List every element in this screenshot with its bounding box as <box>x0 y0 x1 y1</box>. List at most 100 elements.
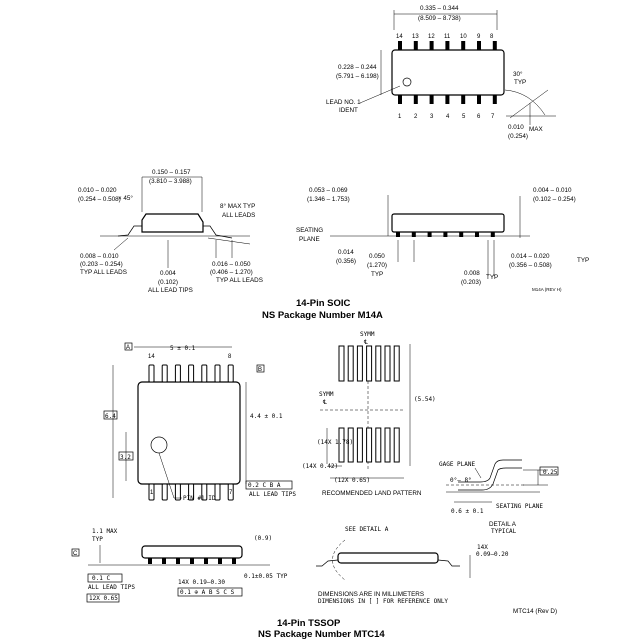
soic-side-view: 0.053 – 0.069 (1.346 – 1.753) 0.004 – 0.… <box>296 187 589 292</box>
land-title: RECOMMENDED LAND PATTERN <box>322 490 422 497</box>
soic-d008-typ: TYP <box>486 274 498 281</box>
seating-label: SEATING <box>296 227 323 234</box>
soic-side-lead <box>396 232 400 237</box>
soic-length-dim-mm: (8.509 – 8.738) <box>418 15 461 22</box>
land-pad-bottom <box>375 427 382 463</box>
soic-side-lead <box>443 232 448 237</box>
soic-standoff: 0.004 – 0.010 <box>533 187 572 194</box>
side-max-h: 1.1 MAX <box>92 528 118 535</box>
tssop-lead-top <box>161 364 168 383</box>
land-pad-bottom <box>393 427 400 463</box>
soic-tip-max: MAX <box>529 126 543 133</box>
tssop-land-pattern: SYMM ℄ SYMM ℄ (5.54) (14X 1.78) (14X 0.4… <box>302 331 436 497</box>
detail-d06: 0.6 ± 0.1 <box>451 508 484 515</box>
tssop-lead-bottom <box>214 483 221 501</box>
soic-side-lead <box>411 232 416 237</box>
soic-pin-12: 12 <box>428 34 435 40</box>
tssop-lead-bottom <box>161 483 168 501</box>
tssop-body-w: 4.4 ± 0.1 <box>250 413 283 420</box>
land-w: (14X 1.78) <box>317 439 353 446</box>
soic-body-w: 0.150 – 0.157 <box>152 169 191 176</box>
tssop-lead-bottom <box>227 483 234 501</box>
soic-end-view: 0.150 – 0.157 (3.810 – 3.988) 0.010 – 0.… <box>78 169 263 294</box>
detail-angle: 0°– 8° <box>450 477 472 484</box>
soic-lead-top <box>413 41 418 50</box>
soic-subtitle: NS Package Number M14A <box>262 310 383 321</box>
tssop-pin1-id: PIN #1 ID <box>183 495 216 502</box>
tssop-side-view: 1.1 MAX TYP (0.9) C 0.1 C ALL LEAD TIPS … <box>71 526 557 615</box>
soic-s014-mm: (0.356) <box>336 258 356 265</box>
detail-gage: GAGE PLANE <box>439 461 476 468</box>
land-pad-w: (14X 0.42) <box>302 463 338 470</box>
tssop-lead-bottom <box>174 483 181 501</box>
soic-lead-bottom <box>445 95 450 104</box>
soic-width-dim-mm: (5.791 – 6.198) <box>336 73 379 80</box>
soic-width-dim: 0.228 – 0.244 <box>338 64 377 71</box>
soic-lead-t-mm: (0.203 – 0.254) <box>80 261 123 268</box>
tssop-top-view: A 5 ± 0.1 14 8 B 6.4 3.2 4.4 ± 0.1 1 7 P… <box>103 342 296 502</box>
tssop-side-lead <box>162 558 166 564</box>
soic-lead-w: 0.014 – 0.020 <box>511 253 550 260</box>
soic-pin-11: 11 <box>444 34 451 40</box>
soic-foot: 0.016 – 0.050 <box>212 261 251 268</box>
side-pitch: 12X 0.65 <box>89 595 118 602</box>
tssop-lead-top <box>148 364 155 383</box>
side-14x: 14X <box>477 544 488 551</box>
tssop-lead-bottom <box>148 483 155 501</box>
tssop-side-lead <box>176 558 180 564</box>
dims-note2: DIMENSIONS IN [ ] FOR REFERENCE ONLY <box>318 598 448 605</box>
soic-coplan-note: ALL LEAD TIPS <box>148 287 193 294</box>
soic-tip-dim: 0.010 <box>508 124 524 131</box>
tssop-title: 14-Pin TSSOP <box>277 618 341 629</box>
soic-pin-2: 2 <box>414 114 418 120</box>
side-see-detail: SEE DETAIL A <box>345 526 389 533</box>
soic-pitch-typ: TYP <box>371 271 383 278</box>
land-pad-top <box>375 345 382 382</box>
soic-foot-note: TYP ALL LEADS <box>216 277 263 284</box>
tssop-side-lead <box>190 558 194 564</box>
land-len: (5.54) <box>414 396 436 403</box>
lead-no1-label: LEAD NO. 1 <box>326 99 361 106</box>
soic-side-lead <box>490 232 495 237</box>
tssop-length: 5 ± 0.1 <box>170 345 196 352</box>
tssop-side-lead <box>218 558 222 564</box>
soic-chamfer: 0.010 – 0.020 <box>78 187 117 194</box>
soic-pin-6: 6 <box>477 114 481 120</box>
datum-a: A <box>126 345 130 351</box>
land-symm-top: SYMM <box>360 331 375 338</box>
soic-pin-1: 1 <box>398 114 402 120</box>
tssop-pin7: 7 <box>229 490 233 496</box>
land-pad-top <box>366 345 373 382</box>
datum-c: C <box>73 551 78 557</box>
land-pitch: (12X 0.65) <box>334 477 370 484</box>
land-pad-top <box>384 345 391 382</box>
soic-pin-5: 5 <box>462 114 466 120</box>
soic-title: 14-Pin SOIC <box>296 298 351 309</box>
soic-pin-3: 3 <box>430 114 434 120</box>
detail-sub: TYPICAL <box>491 528 517 535</box>
soic-d008-mm: (0.203) <box>461 279 481 286</box>
soic-height-mm: (1.346 – 1.753) <box>307 196 350 203</box>
soic-d008: 0.008 <box>464 270 480 277</box>
soic-angle: 30° <box>513 70 523 78</box>
soic-standoff-mm: (0.102 – 0.254) <box>533 196 576 203</box>
tssop-side-lead <box>148 558 152 564</box>
land-pad-top <box>393 345 400 382</box>
tssop-lead-bottom <box>188 483 195 501</box>
tssop-lead-top <box>227 364 234 383</box>
soic-lead-bottom <box>398 95 402 104</box>
dims-note1: DIMENSIONS ARE IN MILLIMETERS <box>318 591 424 598</box>
tssop-rev: MTC14 (Rev D) <box>513 608 557 615</box>
soic-lead-top <box>445 41 450 50</box>
detail-title: DETAIL A <box>489 521 517 528</box>
soic-height: 0.053 – 0.069 <box>309 187 348 194</box>
soic-draft: 8° MAX TYP <box>220 202 255 210</box>
tssop-subtitle: NS Package Number MTC14 <box>258 629 385 640</box>
land-pad-bottom <box>366 427 373 463</box>
tssop-overall-w: 6.4 <box>105 413 116 420</box>
land-pad-bottom <box>384 427 391 463</box>
soic-side-lead <box>427 232 432 237</box>
soic-drawing-no: M14A (REV H) <box>532 287 562 292</box>
soic-lead-w-mm: (0.356 – 0.508) <box>509 262 552 269</box>
